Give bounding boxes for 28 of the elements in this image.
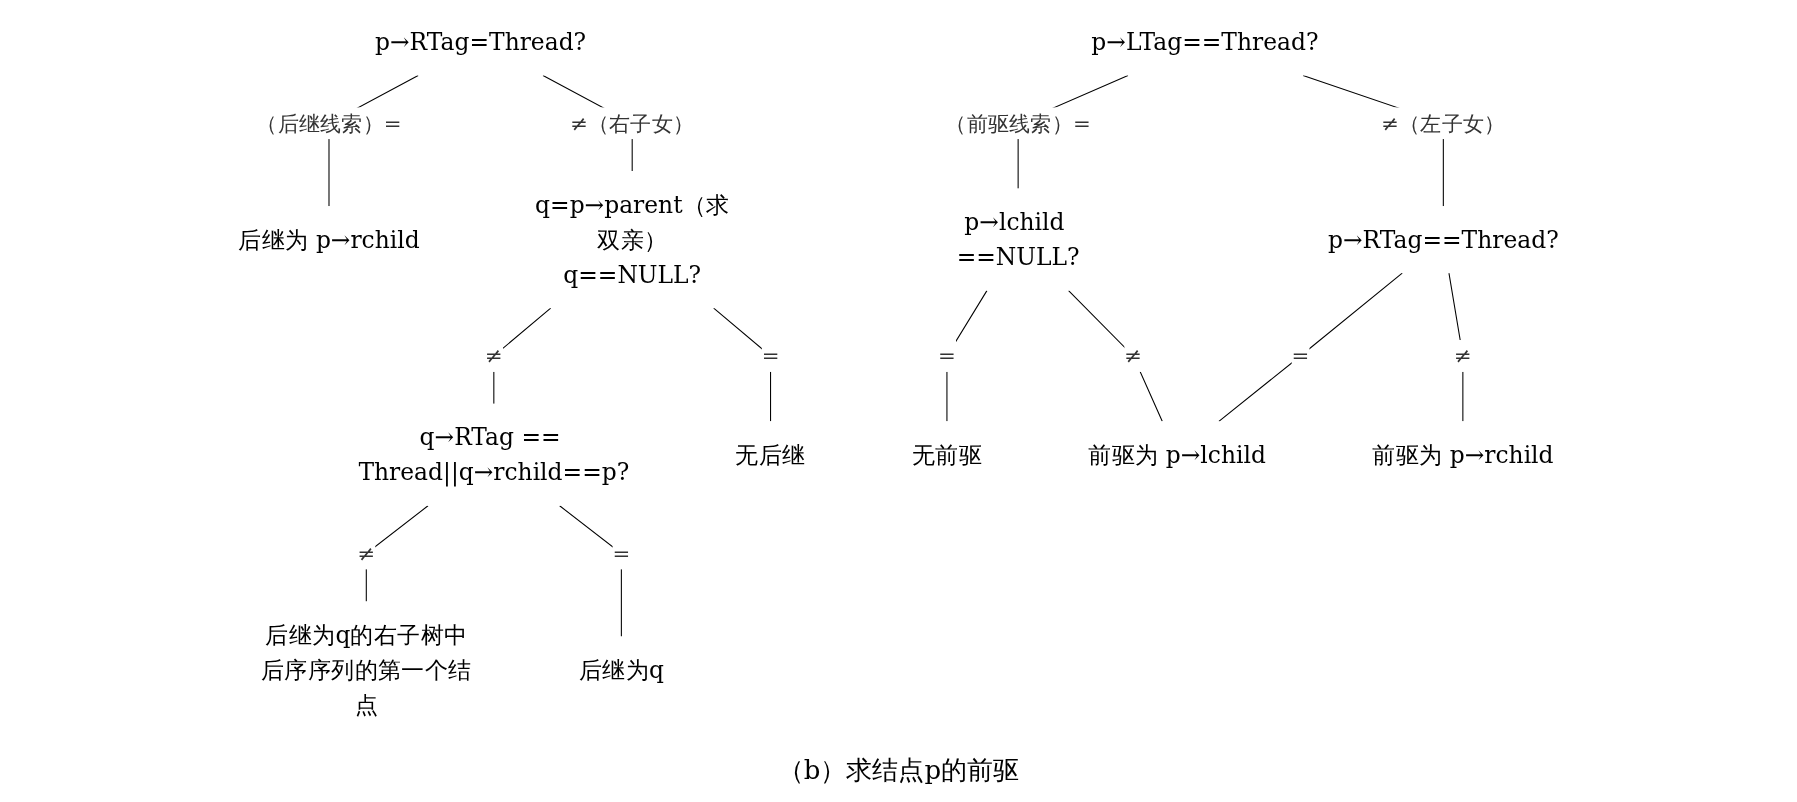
edge-label: （后继线索）= xyxy=(256,110,402,137)
edge-label: ≠ xyxy=(1453,343,1472,369)
edge-label: ≠ xyxy=(484,343,503,369)
connector xyxy=(1218,272,1403,422)
node-text: p→RTag==Thread? xyxy=(1327,226,1559,253)
edge-label: ≠（左子女） xyxy=(1381,110,1506,137)
node-text: 无后继 xyxy=(735,441,806,469)
edge-label: = xyxy=(761,343,780,369)
node-text: 前驱为 p→lchild xyxy=(1088,441,1266,469)
node-text: p→LTag==Thread? xyxy=(1091,28,1319,56)
connector xyxy=(1068,290,1163,422)
node-text: p→lchild ==NULL? xyxy=(956,208,1080,271)
edge-label: ≠（右子女） xyxy=(570,110,695,137)
edge-label: = xyxy=(938,343,956,369)
edge-label: = xyxy=(1291,343,1310,369)
caption: （b）求结点p的前驱 xyxy=(777,754,1020,787)
node-text: p→RTag=Thread? xyxy=(375,28,587,56)
edge-label: ≠ xyxy=(1124,343,1143,369)
node-text: q=p→parent（求双亲） q==NULL? xyxy=(535,191,730,288)
node-text: 后继为q的右子树中后序序列的第一个结点 xyxy=(261,621,472,719)
edge-label: （前驱线索）= xyxy=(945,110,1091,137)
node-text: 无前驱 xyxy=(911,441,982,469)
node-text: 前驱为 p→rchild xyxy=(1372,441,1554,469)
edge-label: = xyxy=(612,540,631,567)
node-text: 后继为q xyxy=(578,656,664,684)
node-text: 后继为 p→rchild xyxy=(238,226,420,253)
edge-label: ≠ xyxy=(357,540,376,567)
node-text: q→RTag == Thread||q→rchild==p? xyxy=(358,423,630,486)
